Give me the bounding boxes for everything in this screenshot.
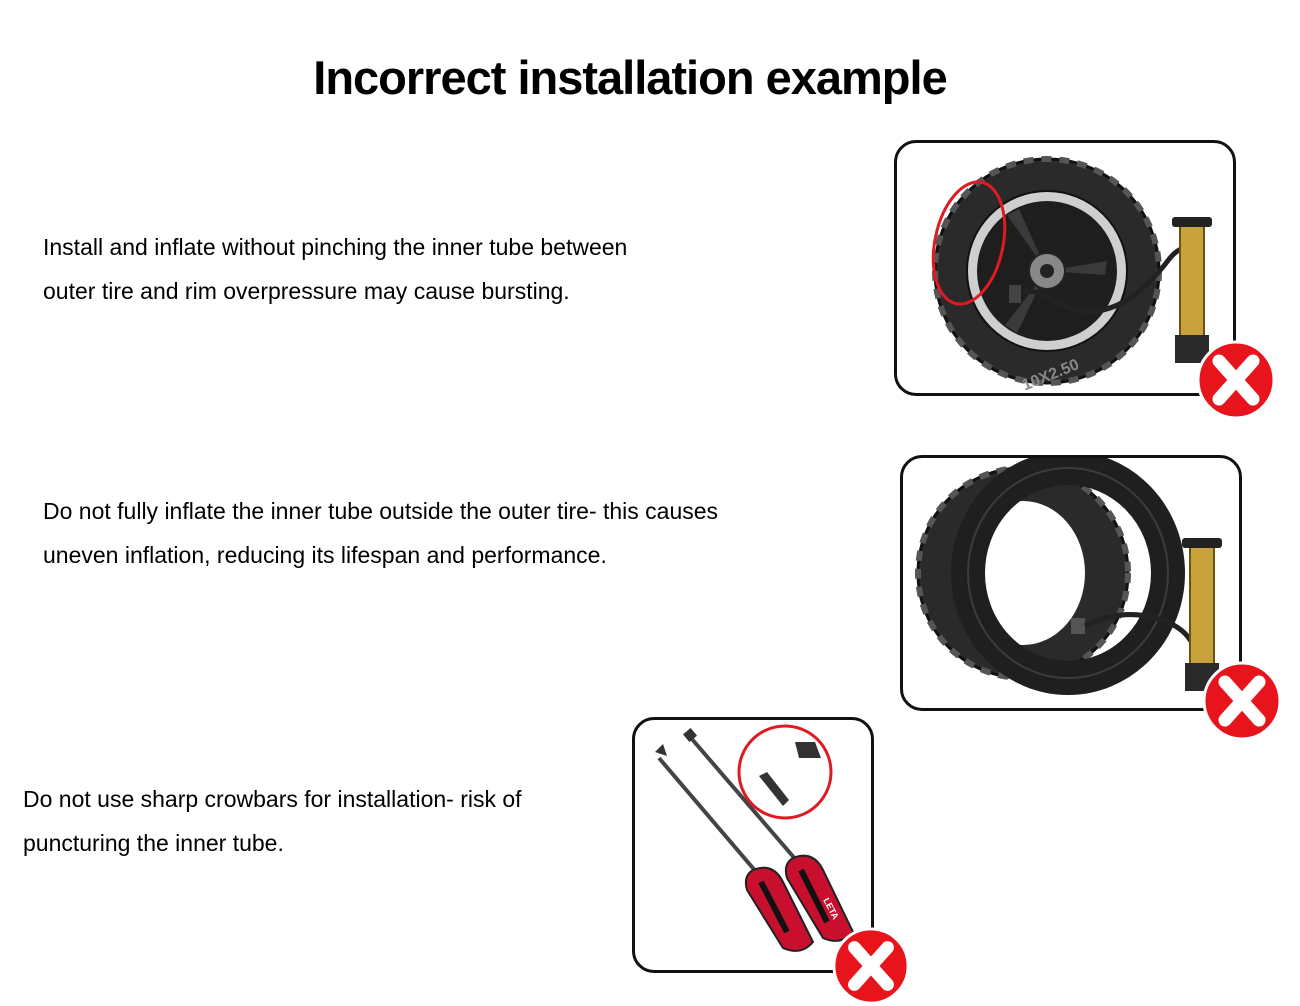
instruction-2-line-1: Do not fully inflate the inner tube outs… xyxy=(43,498,719,524)
instruction-3: Do not use sharp crowbars for installati… xyxy=(23,777,522,865)
page-title: Incorrect installation example xyxy=(313,51,947,104)
instruction-2-line-2: uneven inflation, reducing its lifespan … xyxy=(43,542,607,568)
instruction-1-line-1: Install and inflate without pinching the… xyxy=(43,234,628,260)
illustration-frame-1: 10X2.50 xyxy=(894,140,1276,420)
instruction-3-line-1: Do not use sharp crowbars for installati… xyxy=(23,786,522,812)
instruction-1: Install and inflate without pinching the… xyxy=(43,225,627,313)
illustration-frame-3: LETA xyxy=(632,717,910,1005)
x-mark-icon xyxy=(1196,340,1276,420)
instruction-3-line-2: puncturing the inner tube. xyxy=(23,830,284,856)
wheel-pinched-tube-illustration: 10X2.50 xyxy=(931,156,1212,393)
tube-inflated-outside-illustration xyxy=(915,458,1222,695)
x-mark-icon xyxy=(832,927,910,1005)
screwdrivers-illustration: LETA xyxy=(655,724,855,952)
instruction-2: Do not fully inflate the inner tube outs… xyxy=(43,489,718,577)
instruction-1-line-2: outer tire and rim overpressure may caus… xyxy=(43,278,570,304)
x-mark-icon xyxy=(1202,661,1282,741)
illustration-frame-2 xyxy=(900,455,1282,741)
